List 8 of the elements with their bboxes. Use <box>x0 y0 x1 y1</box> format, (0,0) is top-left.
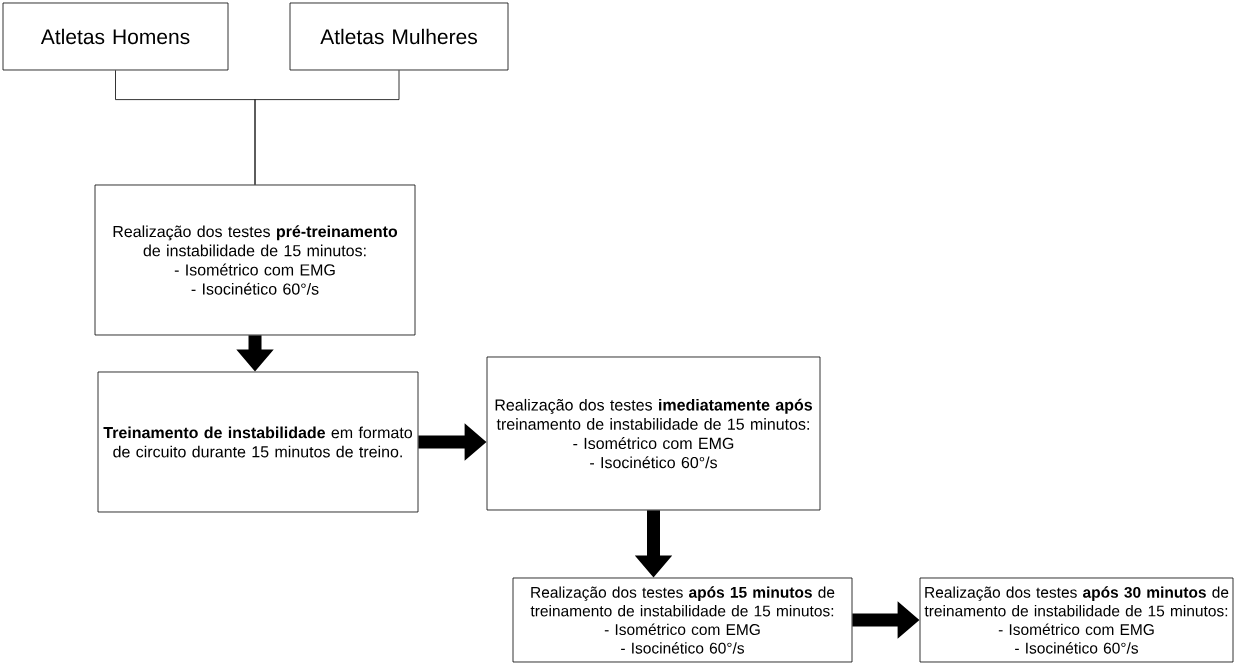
process-box: Realização dos testes pré-treinamento de instabilidade de 15 minutos: - Isométrico com EMG - Isocinético 60°/s <box>94 184 416 336</box>
group-box: Atletas Mulheres <box>289 2 509 71</box>
process-box: Treinamento de instabilidade em formato de circuito durante 15 minutos de treino. <box>97 371 419 513</box>
connector-line <box>254 70 400 185</box>
process-box: Realização dos testes após 15 minutos de treinamento de instabilidade de 15 minutos: - Isométrico com EMG - Isocinético 60°/s <box>512 577 853 663</box>
process-box: Realização dos testes imediatamente após treinamento de instabilidade de 15 minutos: - Isométrico com EMG - Isocinético 60°/s <box>486 356 821 511</box>
group-box: Atletas Homens <box>2 2 229 71</box>
process-box: Realização dos testes após 30 minutos de treinamento de instabilidade de 15 minutos: - Isométrico com EMG - Isocinético 60°/s <box>919 577 1234 663</box>
